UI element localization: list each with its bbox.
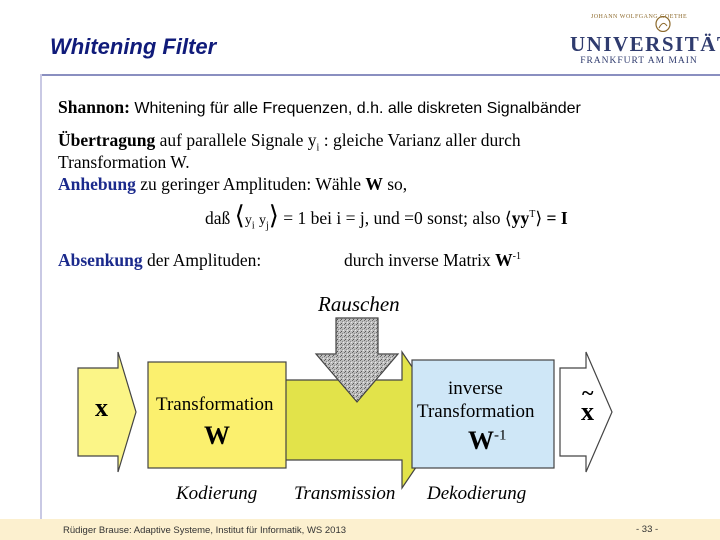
decoding-label: Dekodierung [427, 483, 527, 504]
yi-text: y [244, 213, 252, 228]
W-inverse: W [495, 250, 513, 270]
transformation-box [147, 361, 287, 469]
absenkung-line: Absenkung der Amplituden: [58, 250, 261, 271]
noise-arrow [314, 317, 400, 403]
W-inverse-exp: -1 [512, 251, 521, 263]
durch-line: durch inverse Matrix W-1 [344, 250, 521, 271]
yj-text: y [258, 213, 266, 228]
coding-label: Kodierung [176, 483, 258, 504]
shannon-line: Shannon: Whitening für alle Frequenzen, … [58, 97, 581, 118]
yyT-text: yy [511, 208, 530, 228]
yyT-sup: T [529, 209, 536, 221]
output-x-label: x [581, 397, 594, 426]
footer-bar [0, 519, 720, 540]
transformation-line: Transformation W. [58, 152, 190, 172]
input-x-label: x [95, 393, 108, 422]
output-tilde: ~ [582, 380, 594, 405]
shannon-label: Shannon: [58, 97, 130, 117]
yi-sub: i [251, 220, 255, 232]
left-divider [40, 74, 42, 519]
input-arrow [77, 351, 137, 473]
output-arrow [559, 351, 613, 473]
anhebung-line: Anhebung zu geringer Amplituden: Wähle W… [58, 174, 407, 195]
slide-title: Whitening Filter [50, 34, 217, 59]
inverse-W-exp: -1 [494, 427, 507, 444]
shannon-text: Whitening für alle Frequenzen, d.h. alle… [134, 100, 581, 117]
uebertragung-label: Übertragung [58, 130, 156, 150]
goethe-portrait-icon [655, 16, 671, 32]
anhebung-text: zu geringer Amplituden: Wähle [140, 174, 361, 194]
logo-city: FRANKFURT AM MAIN [580, 56, 698, 66]
anhebung-end: so, [387, 174, 408, 194]
uebertragung-text: auf parallele Signale y [159, 130, 317, 150]
condition-line: daß ⟨yi yj⟩ = 1 bei i = j, und =0 sonst;… [205, 201, 568, 232]
inverse-W: W-1 [468, 426, 507, 456]
yj-sub: j [265, 220, 269, 232]
header-divider [40, 74, 720, 76]
page-number: - 33 - [636, 524, 659, 535]
eq-I-text: = I [546, 208, 568, 228]
inverse-label: inverse [448, 378, 503, 399]
university-logo: JOHANN WOLFGANG GOETHE UNIVERSITÄT FRANK… [570, 14, 720, 70]
uebertragung-rest: : gleiche Varianz aller durch [323, 130, 521, 150]
uebertragung-sub: i [316, 142, 320, 154]
footer-author: Rüdiger Brause: Adaptive Systeme, Instit… [63, 525, 347, 536]
logo-name: UNIVERSITÄT [570, 32, 720, 56]
inverse-W-letter: W [468, 426, 494, 455]
anhebung-W: W [365, 174, 383, 194]
noise-label: Rauschen [318, 292, 400, 316]
condition-text: = 1 bei i = j, und =0 sonst; also [283, 208, 501, 228]
uebertragung-line: Übertragung auf parallele Signale yi : g… [58, 130, 521, 154]
inverse-transformation-box [411, 359, 555, 469]
absenkung-label: Absenkung [58, 250, 143, 270]
transmission-label: Transmission [294, 483, 396, 504]
inverse-transformation-label: Transformation [417, 401, 535, 422]
absenkung-text: der Amplituden: [147, 250, 262, 270]
dass-text: daß [205, 208, 231, 228]
logo-top-line: JOHANN WOLFGANG GOETHE [590, 14, 688, 20]
anhebung-label: Anhebung [58, 174, 136, 194]
durch-text: durch inverse Matrix [344, 250, 491, 270]
transformation-W: W [204, 421, 230, 450]
transformation-label: Transformation [156, 394, 274, 415]
